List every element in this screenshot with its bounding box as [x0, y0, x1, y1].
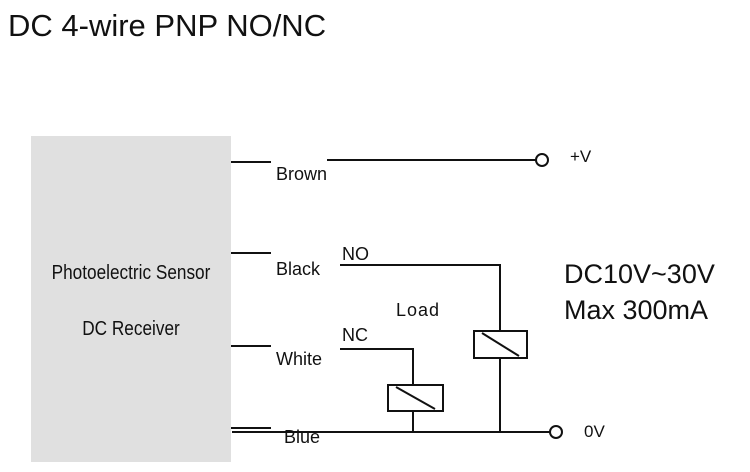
sensor-name-label: Photoelectric Sensor [51, 262, 211, 284]
white-wire-label: White [276, 349, 323, 369]
brown-wire-label: Brown [276, 164, 328, 184]
blue-wire-label: Blue [284, 427, 321, 447]
supply-current-label: Max 300mA [564, 295, 709, 325]
black-wire-label: Black [276, 259, 321, 279]
sensor-block: Photoelectric Sensor DC Receiver [31, 136, 231, 462]
load-label: Load [396, 300, 441, 320]
ground-terminal [549, 425, 563, 439]
ground-terminal-label: 0V [584, 422, 605, 441]
positive-terminal [535, 153, 549, 167]
no-output-label: NO [342, 244, 369, 264]
positive-terminal-label: +V [570, 147, 592, 166]
black-wire [340, 264, 501, 331]
supply-voltage-label: DC10V~30V [564, 259, 715, 289]
white-wire [340, 348, 414, 385]
diagram-title: DC 4-wire PNP NO/NC [8, 8, 327, 43]
nc-output-label: NC [342, 325, 368, 345]
sensor-type-label: DC Receiver [82, 318, 180, 340]
